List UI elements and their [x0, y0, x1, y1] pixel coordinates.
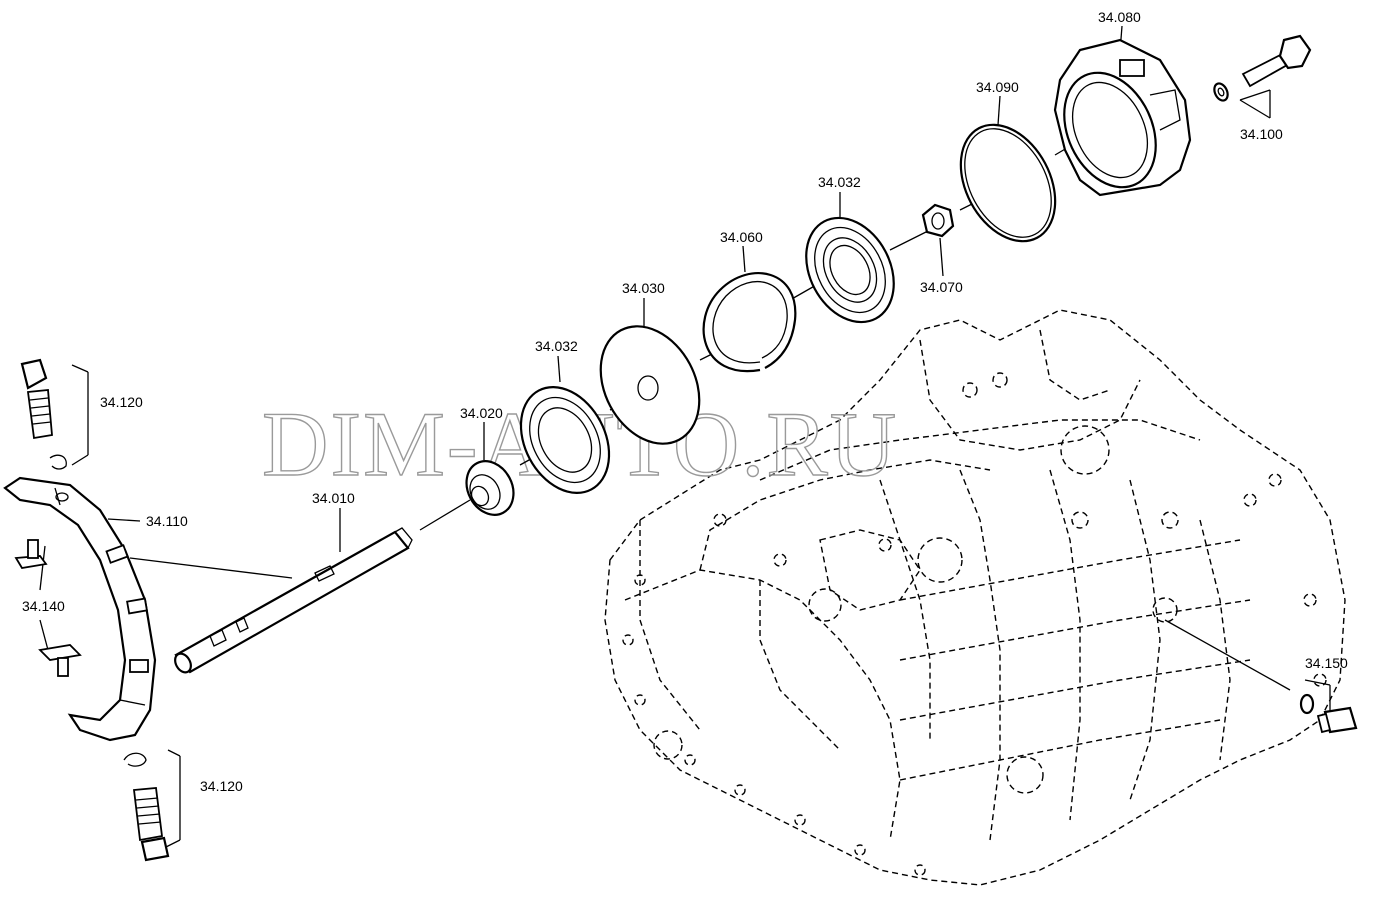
- label-34030: 34.030: [622, 280, 665, 296]
- part-34080-cover: [1053, 38, 1192, 197]
- label-34100: 34.100: [1240, 126, 1283, 142]
- label-34080: 34.080: [1098, 9, 1141, 25]
- part-labels: 34.080 34.090 34.100 34.032 34.060 34.07…: [22, 9, 1348, 794]
- part-34120-upper-pin: [20, 358, 67, 470]
- part-34090-o-ring: [959, 123, 1057, 243]
- part-34110-shift-fork: [3, 476, 157, 742]
- gearbox-housing: [604, 309, 1346, 886]
- label-34032-upper: 34.032: [818, 174, 861, 190]
- label-34060: 34.060: [720, 229, 763, 245]
- part-34032-upper-seal: [805, 216, 895, 324]
- label-34140: 34.140: [22, 598, 65, 614]
- part-34150-plug: [1299, 693, 1358, 734]
- part-34100-bolt: [1213, 34, 1312, 102]
- label-34120-upper: 34.120: [100, 394, 143, 410]
- label-34070: 34.070: [920, 279, 963, 295]
- label-34020: 34.020: [460, 405, 503, 421]
- part-34032-lower-seal: [519, 386, 611, 494]
- part-34070-nut: [921, 203, 955, 238]
- label-34120-lower: 34.120: [200, 778, 243, 794]
- part-34060-snap-ring: [702, 272, 797, 373]
- part-34030-disc: [599, 325, 701, 445]
- part-34010-shaft: [174, 527, 413, 674]
- label-34010: 34.010: [312, 490, 355, 506]
- part-34140-slide-blocks: [14, 539, 82, 677]
- label-34090: 34.090: [976, 79, 1019, 95]
- label-34032-lower: 34.032: [535, 338, 578, 354]
- label-34150: 34.150: [1305, 655, 1348, 671]
- part-34120-lower-pin: [123, 752, 170, 862]
- part-34020-piston: [465, 460, 515, 516]
- label-34110: 34.110: [146, 513, 188, 529]
